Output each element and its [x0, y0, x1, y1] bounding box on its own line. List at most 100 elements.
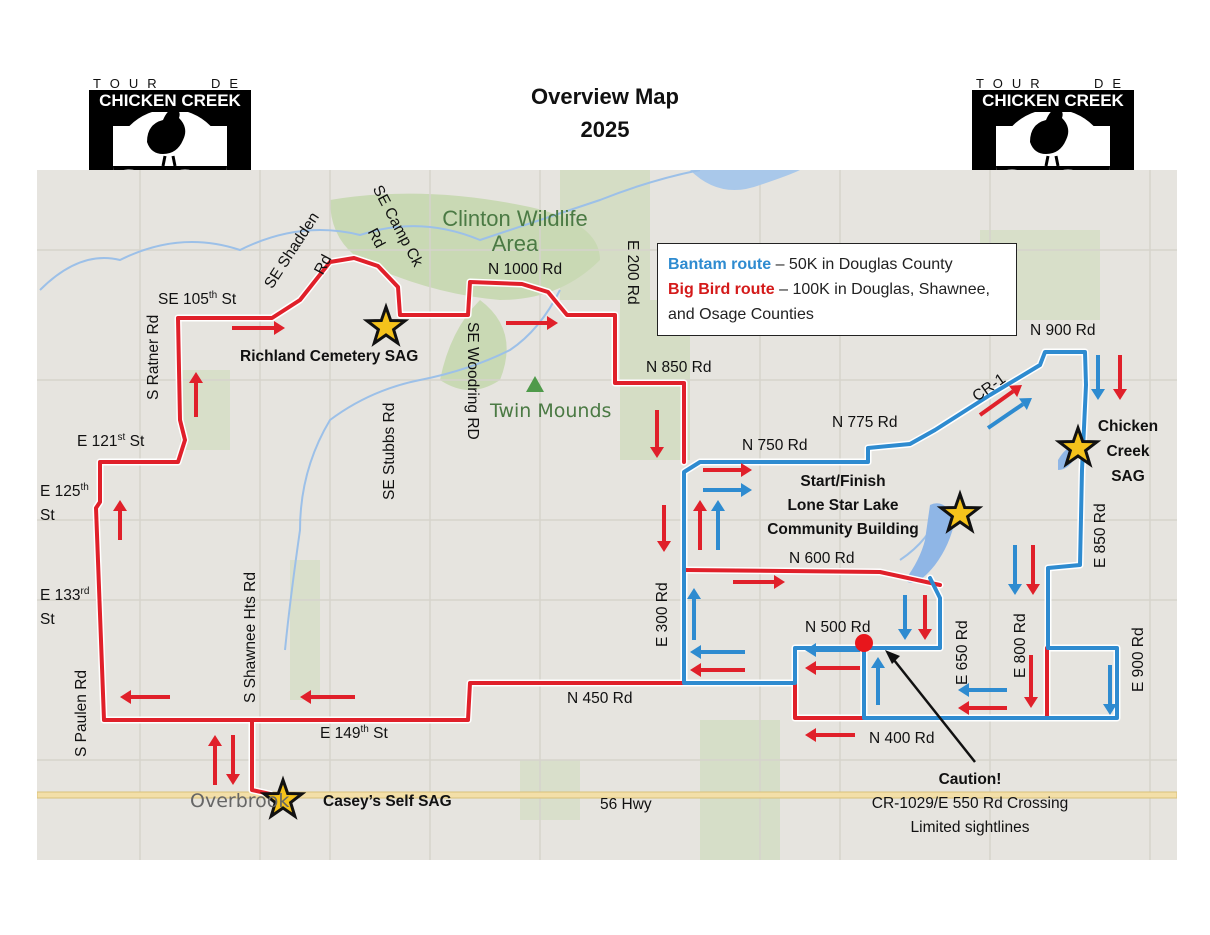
caution-line-2: Limited sightlines — [910, 819, 1030, 836]
t: E 149 — [320, 725, 361, 743]
road-n-400: N 400 Rd — [869, 730, 935, 747]
road-n-600: N 600 Rd — [789, 550, 855, 567]
big-bird-direction-arrow-icon — [918, 595, 932, 640]
big-bird-direction-arrow-icon — [733, 575, 785, 589]
label-overbrook: Overbrook — [190, 790, 290, 812]
big-bird-direction-arrow-icon — [506, 316, 558, 330]
big-bird-direction-arrow-icon — [805, 661, 860, 675]
caution-line-1: CR-1029/E 550 Rd Crossing — [871, 795, 1069, 812]
t: st — [117, 432, 126, 443]
mountain-icon — [526, 376, 544, 392]
map-year: 2025 — [580, 117, 630, 142]
big-bird-direction-arrow-icon — [1024, 655, 1038, 708]
legend-bantam-desc: – 50K in Douglas County — [771, 256, 953, 273]
legend-bigbird-name: Big Bird route — [668, 281, 775, 298]
caseys-star-icon[interactable] — [259, 775, 307, 820]
bantam-direction-arrow-icon — [898, 595, 912, 640]
logo-name: CHICKEN CREEK — [972, 90, 1134, 112]
legend-bigbird: Big Bird route – 100K in Douglas, Shawne… — [668, 277, 1006, 327]
road-n-850: N 850 Rd — [646, 359, 712, 376]
legend-bantam-name: Bantam route — [668, 256, 772, 273]
big-bird-direction-arrow-icon — [703, 463, 752, 477]
big-bird-direction-arrow-icon — [690, 663, 745, 677]
road-n-500: N 500 Rd — [805, 619, 871, 636]
start-line-3: Community Building — [767, 521, 919, 538]
road-n-450: N 450 Rd — [567, 690, 633, 707]
t: St — [125, 433, 145, 451]
chicken-line-3: SAG — [1111, 468, 1145, 485]
big-bird-direction-arrow-icon — [120, 690, 170, 704]
clinton-text: Clinton Wildlife Area — [442, 206, 588, 256]
start-line-2: Lone Star Lake — [787, 497, 899, 514]
caution-pointer — [889, 654, 976, 763]
logo-de-text: DE — [210, 76, 247, 91]
road-n-1000: N 1000 Rd — [488, 261, 563, 278]
start-finish-star-icon[interactable] — [936, 489, 984, 534]
t: St — [40, 507, 55, 525]
t: th — [80, 482, 89, 493]
big-bird-direction-arrow-icon — [657, 505, 671, 552]
bantam-direction-arrow-icon — [690, 645, 745, 659]
caution-crossing-dot[interactable] — [855, 634, 873, 652]
bantam-direction-arrow-icon — [1008, 545, 1022, 595]
big-bird-direction-arrow-icon — [208, 735, 222, 785]
road-se-stubbs: SE Stubbs Rd — [381, 402, 398, 500]
caution-pointer-head-icon — [885, 650, 900, 664]
road-s-shawnee-hts: S Shawnee Hts Rd — [242, 572, 259, 703]
caution-title: Caution! — [938, 771, 1002, 788]
road-e-300: E 300 Rd — [654, 582, 671, 647]
label-56-hwy: 56 Hwy — [600, 796, 652, 813]
road-se-woodring: SE Woodring RD — [464, 322, 481, 440]
big-bird-direction-arrow-icon — [650, 410, 664, 458]
road-e-650: E 650 Rd — [954, 620, 971, 685]
t: E 125 — [40, 483, 81, 501]
road-e-149th: E 149th St — [320, 725, 388, 742]
stop-richland-sag[interactable]: Richland Cemetery SAG — [240, 348, 419, 365]
big-bird-direction-arrow-icon — [1026, 545, 1040, 595]
map-title: Overview Map — [531, 84, 679, 109]
legend-bantam: Bantam route – 50K in Douglas County — [668, 252, 1006, 277]
t: St — [40, 611, 55, 629]
t: rd — [80, 586, 90, 597]
big-bird-direction-arrow-icon — [1113, 355, 1127, 400]
t: E 121 — [77, 433, 118, 451]
road-n-900: N 900 Rd — [1030, 322, 1096, 339]
bantam-direction-arrow-icon — [1091, 355, 1105, 400]
road-se-105th: SE 105th St — [158, 291, 236, 308]
bantam-direction-arrow-icon — [703, 483, 752, 497]
chicken-line-1: Chicken — [1097, 418, 1159, 435]
big-bird-route — [94, 256, 1049, 796]
road-e-850: E 850 Rd — [1092, 503, 1109, 568]
stop-start-finish[interactable]: Start/Finish Lone Star Lake Community Bu… — [748, 470, 938, 542]
road-e-121st: E 121st St — [77, 433, 144, 450]
route-legend: Bantam route – 50K in Douglas County Big… — [657, 243, 1017, 336]
label-twin-mounds: Twin Mounds — [490, 400, 612, 422]
big-bird-direction-arrow-icon — [300, 690, 355, 704]
big-bird-direction-arrow-icon — [226, 735, 240, 785]
big-bird-direction-arrow-icon — [958, 701, 1007, 715]
t: th — [360, 724, 369, 735]
big-bird-direction-arrow-icon — [232, 321, 285, 335]
wooded-area — [180, 170, 1100, 860]
big-bird-direction-arrow-icon — [978, 385, 1022, 417]
richland-star-icon[interactable] — [362, 302, 410, 347]
road-e-200: E 200 Rd — [624, 240, 641, 305]
big-bird-direction-arrow-icon — [113, 500, 127, 540]
road-e-800: E 800 Rd — [1012, 613, 1029, 678]
road-s-paulen: S Paulen Rd — [73, 669, 90, 757]
bantam-direction-arrow-icon — [687, 588, 701, 640]
bantam-direction-arrow-icon — [711, 500, 725, 550]
bantam-direction-arrow-icon — [1103, 665, 1117, 715]
big-bird-direction-arrow-icon — [693, 500, 707, 550]
stop-chicken-creek-sag[interactable]: Chicken Creek SAG — [1090, 414, 1166, 489]
big-bird-direction-arrow-icon — [805, 728, 855, 742]
chicken-creek-star-icon[interactable] — [1054, 423, 1102, 468]
caution-note: Caution! CR-1029/E 550 Rd Crossing Limit… — [840, 768, 1100, 840]
stop-caseys-sag[interactable]: Casey’s Self SAG — [323, 793, 452, 810]
t: SE 105 — [158, 291, 209, 309]
logo-de-text: DE — [1093, 76, 1130, 91]
